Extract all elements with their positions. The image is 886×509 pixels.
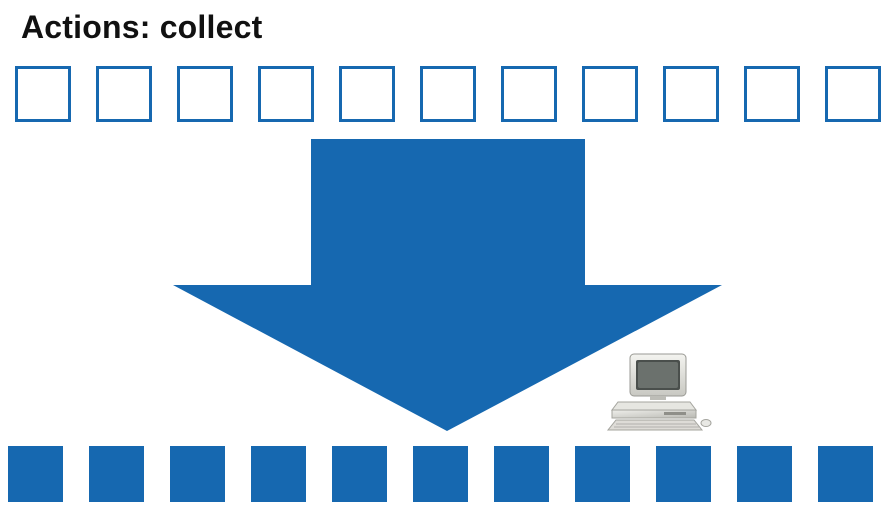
filled-item-box [170, 446, 225, 502]
filled-item-box [575, 446, 630, 502]
desktop-computer-icon [606, 353, 712, 431]
filled-item-box [89, 446, 144, 502]
filled-item-box [8, 446, 63, 502]
output-items-row [0, 445, 886, 503]
filled-item-box [737, 446, 792, 502]
empty-item-box [258, 66, 314, 122]
filled-item-box [818, 446, 873, 502]
filled-item-box [413, 446, 468, 502]
empty-item-box [744, 66, 800, 122]
empty-item-box [177, 66, 233, 122]
empty-item-box [501, 66, 557, 122]
filled-item-box [332, 446, 387, 502]
empty-item-box [663, 66, 719, 122]
filled-item-box [494, 446, 549, 502]
empty-item-box [15, 66, 71, 122]
empty-item-box [96, 66, 152, 122]
empty-item-box [582, 66, 638, 122]
empty-item-box [825, 66, 881, 122]
empty-item-box [339, 66, 395, 122]
filled-item-box [251, 446, 306, 502]
filled-item-box [656, 446, 711, 502]
down-arrow-shape [173, 139, 722, 431]
input-items-row [0, 64, 886, 124]
empty-item-box [420, 66, 476, 122]
page-title: Actions: collect [21, 9, 263, 45]
